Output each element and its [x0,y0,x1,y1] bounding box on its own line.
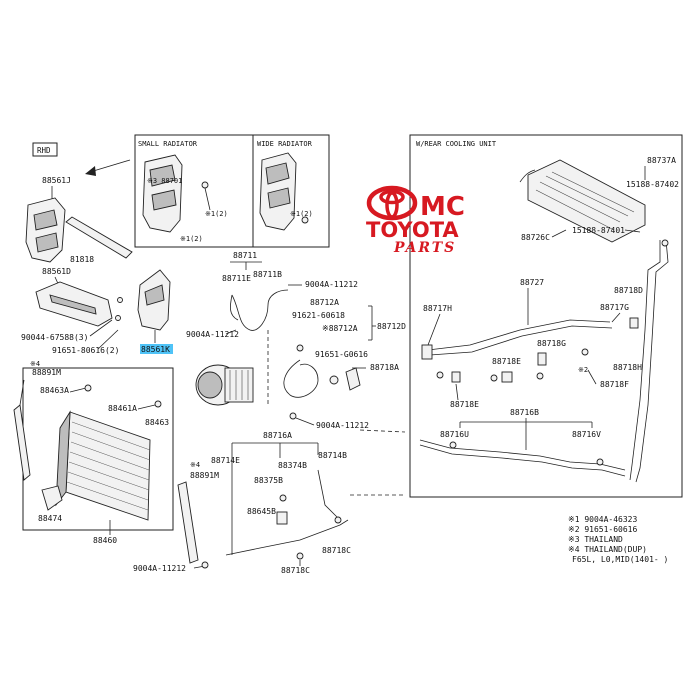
mc-toyota-logo: MC TOYOTA PARTS [366,185,465,256]
label-9004A-11212-c: 9004A-11212 [316,421,369,430]
wide-radiator-box: WIDE RADIATOR ※1(2) [252,134,330,248]
inset-arrow [89,159,131,173]
small-radiator-star1b: ※1(2) [180,235,203,243]
note-2: ※2 91651-60616 [568,525,638,534]
label-88718A: 88718A [370,363,399,372]
label-88374B: 88374B [278,461,307,470]
label-88717H: 88717H [423,304,452,313]
label-88714E: 88714E [211,456,240,465]
note-3: ※3 THAILAND [568,535,623,544]
label-9004A-11212-b: 9004A-11212 [186,330,239,339]
label-88711B: 88711B [253,270,282,279]
label-88716A: 88716A [263,431,292,440]
label-81818: 81818 [70,255,94,264]
label-88712A-b: ※88712A [322,324,358,333]
label-88718H: 88718H [613,363,642,372]
label-88714B: 88714B [318,451,347,460]
hose-88712-group: 88712A 91621-60618 ※88712A 88712D 91651-… [283,298,406,430]
star4-top: ※4 [30,360,40,368]
condenser-group: ※4 88891M 88463A 88461A 88463 88474 8846… [13,360,174,545]
wide-radiator-star1: ※1(2) [290,210,313,218]
label-91651-80616: 91651-80616(2) [52,346,119,355]
label-88712D: 88712D [377,322,406,331]
label-9004A-11212-a: 9004A-11212 [305,280,358,289]
note-4: ※4 THAILAND(DUP) [568,545,647,554]
label-88561J: 88561J [42,176,71,185]
label-91651-G0616: 91651-G0616 [315,350,368,359]
label-88716V: 88716V [572,430,601,439]
label-88718G: 88718G [537,339,566,348]
small-radiator-box: SMALL RADIATOR ※3 88701 ※1(2) ※1(2) [134,134,254,248]
label-88712A: 88712A [310,298,339,307]
compressor-group: 88711 88711E 88711B 9004A-11212 9004A-11… [186,251,358,406]
label-88716U: 88716U [440,430,469,439]
label-88645B: 88645B [247,507,276,516]
toyota-emblem-icon [366,185,418,221]
rear-cooling-box: W/REAR COOLING UNIT 88737A 15188-87402 8… [409,134,683,498]
bracket-88561K: 88561K [137,269,173,354]
label-88891M-bot: 88891M [190,471,219,480]
label-88718F: 88718F [600,380,629,389]
label-90044-67588: 90044-67588(3) [21,333,88,342]
small-radiator-label: SMALL RADIATOR [138,140,198,148]
small-radiator-star3: ※3 88701 [147,177,182,185]
label-88717G: 88717G [600,303,629,312]
note-mark-2: ※2 [578,366,588,374]
label-91621-60618: 91621-60618 [292,311,345,320]
label-88727: 88727 [520,278,544,287]
label-88718C-a: 88718C [322,546,351,555]
label-15188-87401: 15188-87401 [572,226,625,235]
left-bracket-group: 88561J 81818 88561D 90044-67588(3) 91651… [21,176,133,355]
logo-toyota: TOYOTA [366,218,459,242]
label-88561D: 88561D [42,267,71,276]
label-88561K[interactable]: 88561K [141,345,170,354]
label-88726C: 88726C [521,233,550,242]
rhd-tag: RHD [32,142,58,157]
label-88891M-top: 88891M [32,368,61,377]
label-88718D: 88718D [614,286,643,295]
label-88711E: 88711E [222,274,251,283]
label-88718C-b: 88718C [281,566,310,575]
logo-parts: PARTS [393,240,456,256]
label-88474: 88474 [38,514,62,523]
dash-connector-1 [359,429,406,433]
note-5: F65L, L0,MID(1401- ) [572,555,668,564]
strip-88891M: ※4 88891M [177,461,219,564]
label-88461A: 88461A [108,404,137,413]
rhd-label: RHD [37,146,51,155]
label-88718E-b: 88718E [450,400,479,409]
rear-cooling-label: W/REAR COOLING UNIT [416,140,497,148]
notes-block: ※1 9004A-46323 ※2 91651-60616 ※3 THAILAN… [568,515,668,564]
label-88463: 88463 [145,418,169,427]
star4-bot: ※4 [190,461,200,469]
hose-88716A-group: 88716A 88714E 88374B 88714B 88375B 88645… [133,431,351,575]
label-15188-87402: 15188-87402 [626,180,679,189]
note-1: ※1 9004A-46323 [568,515,638,524]
logo-mc: MC [420,192,465,222]
label-88718E: 88718E [492,357,521,366]
label-88711: 88711 [233,251,257,260]
highlight-88561K [140,344,173,354]
label-88463A: 88463A [40,386,69,395]
label-9004A-11212-d: 9004A-11212 [133,564,186,573]
label-88716B: 88716B [510,408,539,417]
label-88375B: 88375B [254,476,283,485]
label-88737A: 88737A [647,156,676,165]
label-88460: 88460 [93,536,117,545]
wide-radiator-label: WIDE RADIATOR [257,140,313,148]
small-radiator-star1: ※1(2) [205,210,228,218]
